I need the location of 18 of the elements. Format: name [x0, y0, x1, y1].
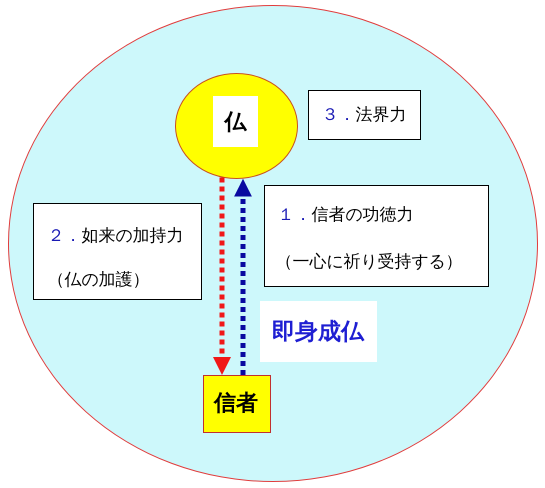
text-box — [264, 184, 488, 286]
box-text: （一心に祈り受持する） — [276, 252, 462, 272]
box-heading: 如来の加持力 — [82, 226, 184, 246]
list-number: １． — [278, 204, 312, 224]
highlight-text: 即身成仏 — [272, 318, 364, 346]
list-number: ３． — [322, 104, 356, 124]
dotted-arrow — [213, 178, 231, 375]
node-label: 仏 — [213, 96, 258, 147]
highlight-box — [202, 374, 270, 432]
list-number: ２． — [48, 226, 82, 246]
dotted-arrow — [234, 178, 252, 375]
box-heading: 法界力 — [356, 104, 406, 124]
label-panel — [260, 300, 376, 362]
box-text: （仏の加護） — [48, 270, 150, 290]
node-label: 信者 — [214, 390, 258, 418]
box-heading: 信者の功徳力 — [312, 204, 414, 224]
text-box — [308, 90, 420, 140]
text-box — [32, 202, 202, 300]
